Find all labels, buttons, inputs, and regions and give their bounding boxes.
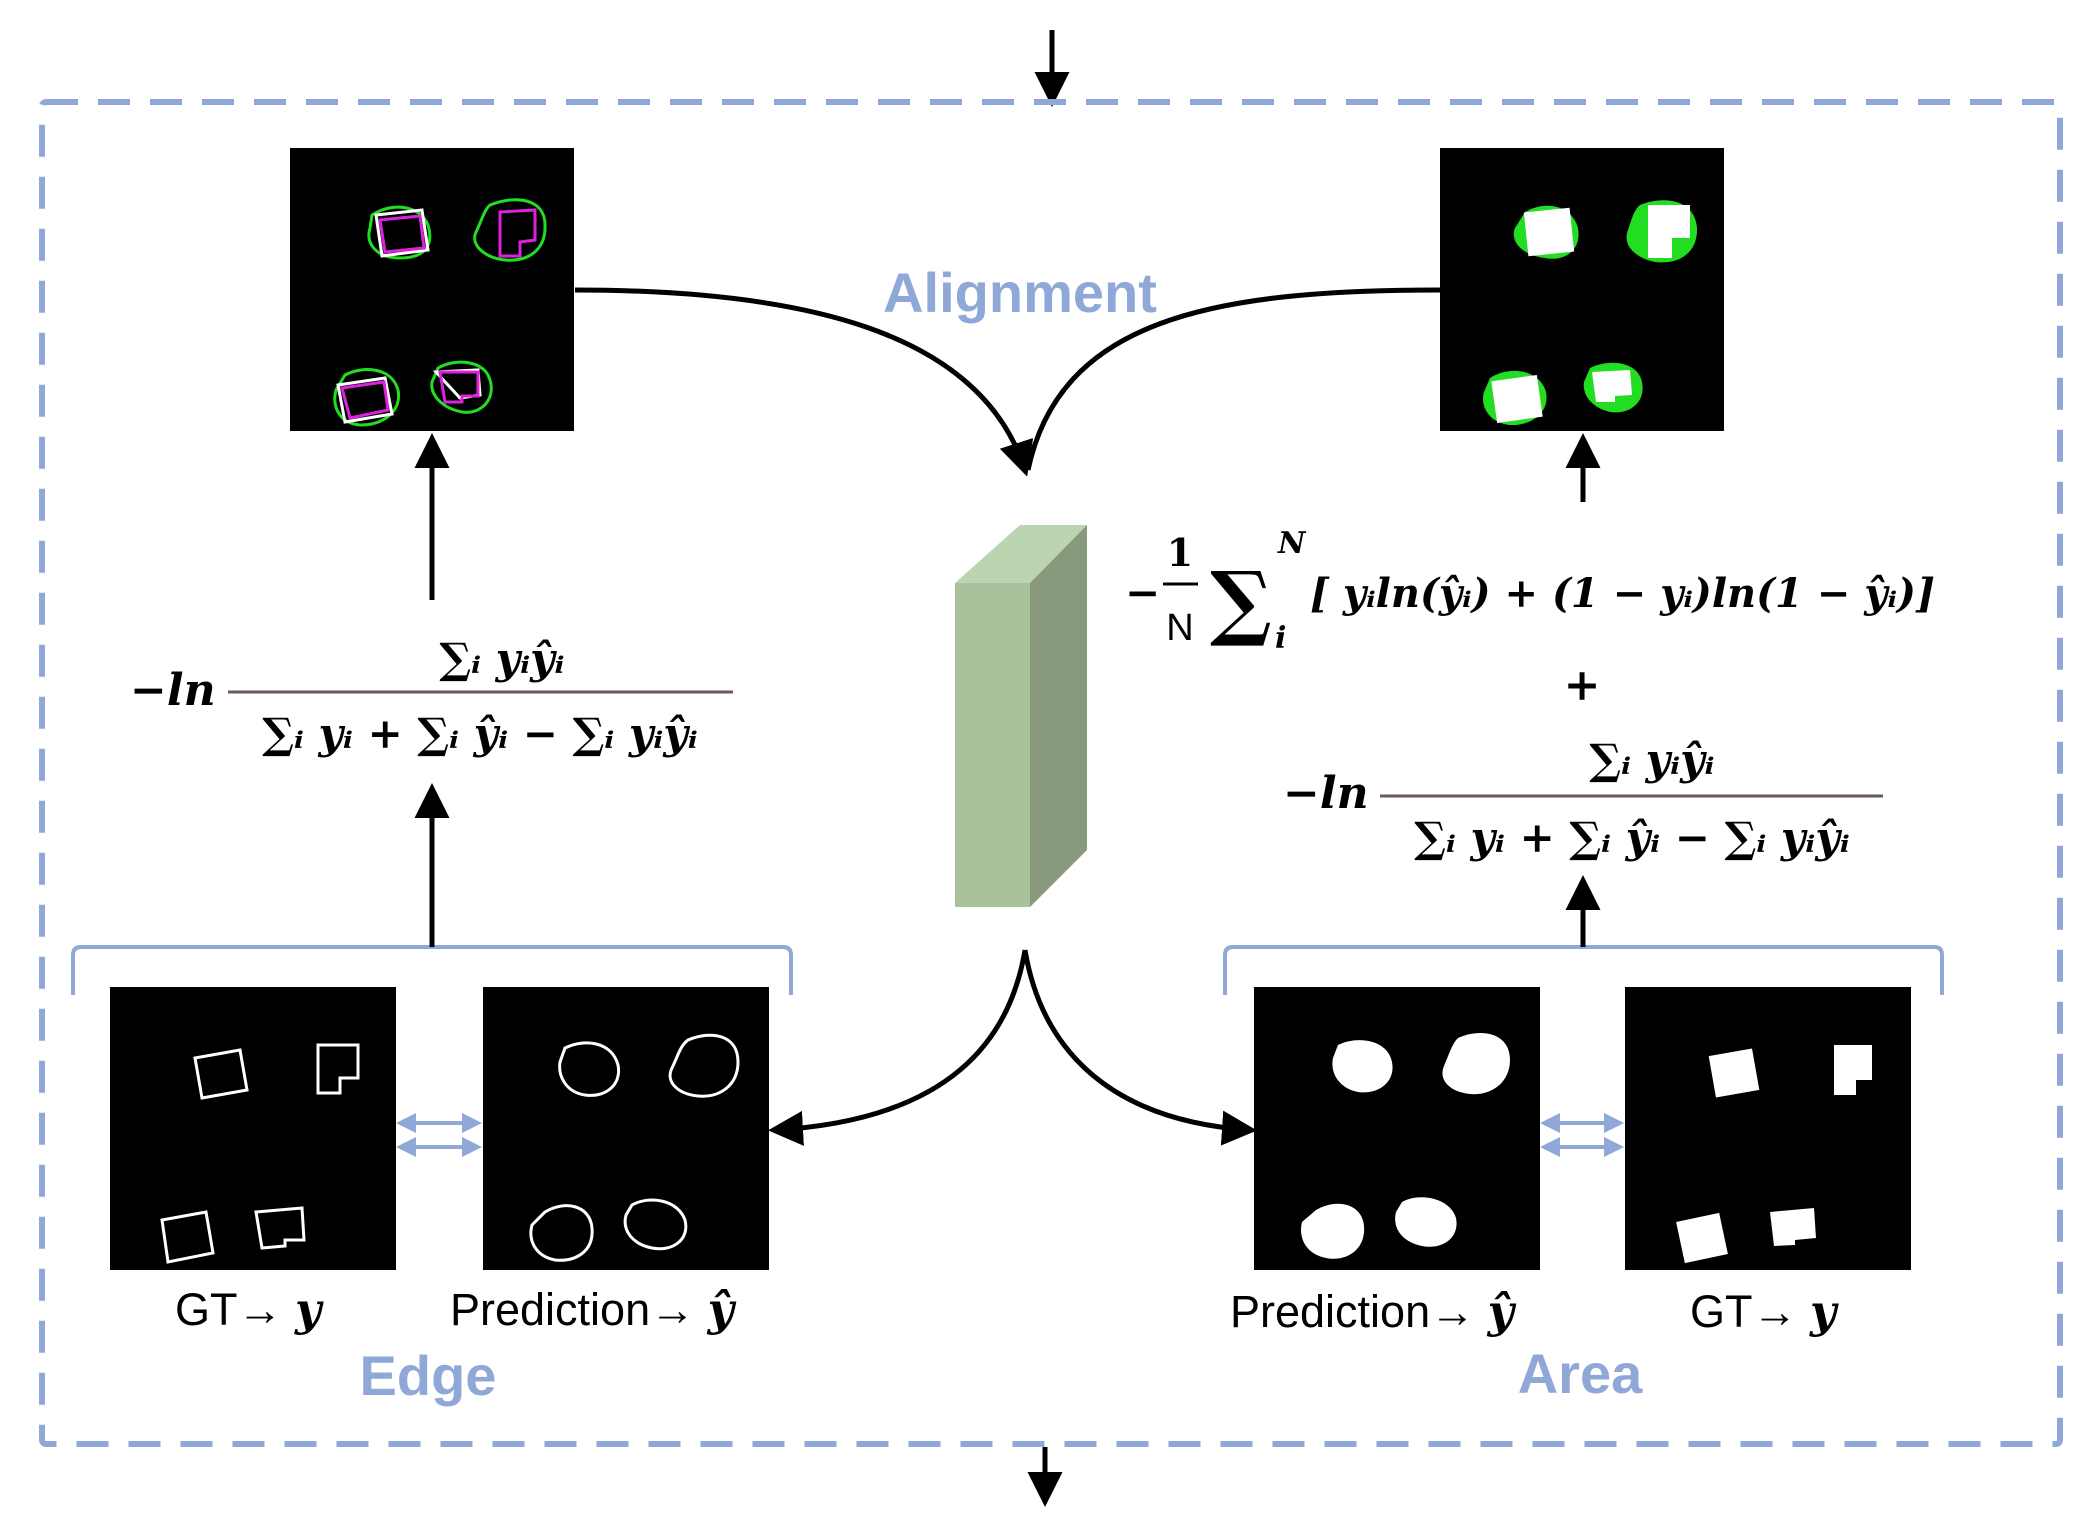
iou-denominator: ∑ᵢ yᵢ + ∑ᵢ ŷᵢ − ∑ᵢ yᵢŷᵢ xyxy=(262,709,698,758)
iou-numerator: ∑ᵢ yᵢŷᵢ xyxy=(439,634,564,683)
feature-to-area-arrow xyxy=(1022,949,1257,1146)
bce-denominator: N xyxy=(1166,607,1193,649)
feature-block-icon xyxy=(955,525,1087,907)
edge-label: Edge xyxy=(360,1344,497,1407)
area-alignment-image xyxy=(1440,148,1724,431)
bce-sigma: ∑ xyxy=(1210,554,1272,650)
edge-gt-image xyxy=(110,987,396,1270)
edge-gt-symbol: y xyxy=(294,1283,324,1336)
neg-ln-term: −ln xyxy=(1283,768,1369,819)
bce-numerator: 1 xyxy=(1167,530,1193,575)
area-prediction-image xyxy=(1254,987,1540,1270)
edge-gt-caption-text: GT→ xyxy=(175,1284,295,1335)
area-label: Area xyxy=(1518,1342,1643,1405)
area-bce-formula: − 1 N ∑ N i [ yᵢln(ŷᵢ) + (1 − yᵢ)ln(1 − … xyxy=(1125,526,1935,862)
bce-sign: − xyxy=(1125,568,1160,617)
feature-to-edge-arrow xyxy=(768,949,1028,1146)
double-arrow-icon xyxy=(396,1113,482,1157)
edge-alignment-image xyxy=(290,148,574,431)
edge-gt-caption: GT→ y xyxy=(175,1283,324,1336)
area-gt-caption: GT→ y xyxy=(1690,1285,1839,1338)
module-frame xyxy=(39,99,2063,1447)
edge-to-feature-arrow xyxy=(574,287,1034,477)
area-to-feature-arrow xyxy=(1025,287,1441,471)
iou-numerator: ∑ᵢ yᵢŷᵢ xyxy=(1589,735,1714,784)
area-pred-symbol: ŷ xyxy=(1487,1285,1517,1338)
bce-body: [ yᵢln(ŷᵢ) + (1 − yᵢ)ln(1 − ŷᵢ)] xyxy=(1310,570,1935,617)
edge-prediction-image xyxy=(483,987,769,1270)
area-gt-caption-text: GT→ xyxy=(1690,1286,1810,1337)
area-pred-caption: Prediction→ ŷ xyxy=(1230,1285,1517,1338)
alignment-label: Alignment xyxy=(883,261,1157,324)
neg-ln-term: −ln xyxy=(130,665,216,716)
plus-sign: + xyxy=(1564,660,1601,711)
area-pred-caption-text: Prediction→ xyxy=(1230,1286,1488,1337)
edge-pred-caption-text: Prediction→ xyxy=(450,1284,708,1335)
double-arrow-icon xyxy=(1540,1113,1624,1157)
edge-iou-formula: −ln ∑ᵢ yᵢŷᵢ ∑ᵢ yᵢ + ∑ᵢ ŷᵢ − ∑ᵢ yᵢŷᵢ xyxy=(130,634,733,758)
area-gt-image xyxy=(1625,987,1911,1270)
area-gt-symbol: y xyxy=(1809,1285,1839,1338)
bce-lower-limit: i xyxy=(1275,621,1286,656)
edge-pred-symbol: ŷ xyxy=(707,1283,737,1336)
iou-denominator: ∑ᵢ yᵢ + ∑ᵢ ŷᵢ − ∑ᵢ yᵢŷᵢ xyxy=(1414,813,1850,862)
edge-pred-caption: Prediction→ ŷ xyxy=(450,1283,737,1336)
bce-upper-limit: N xyxy=(1277,526,1307,561)
